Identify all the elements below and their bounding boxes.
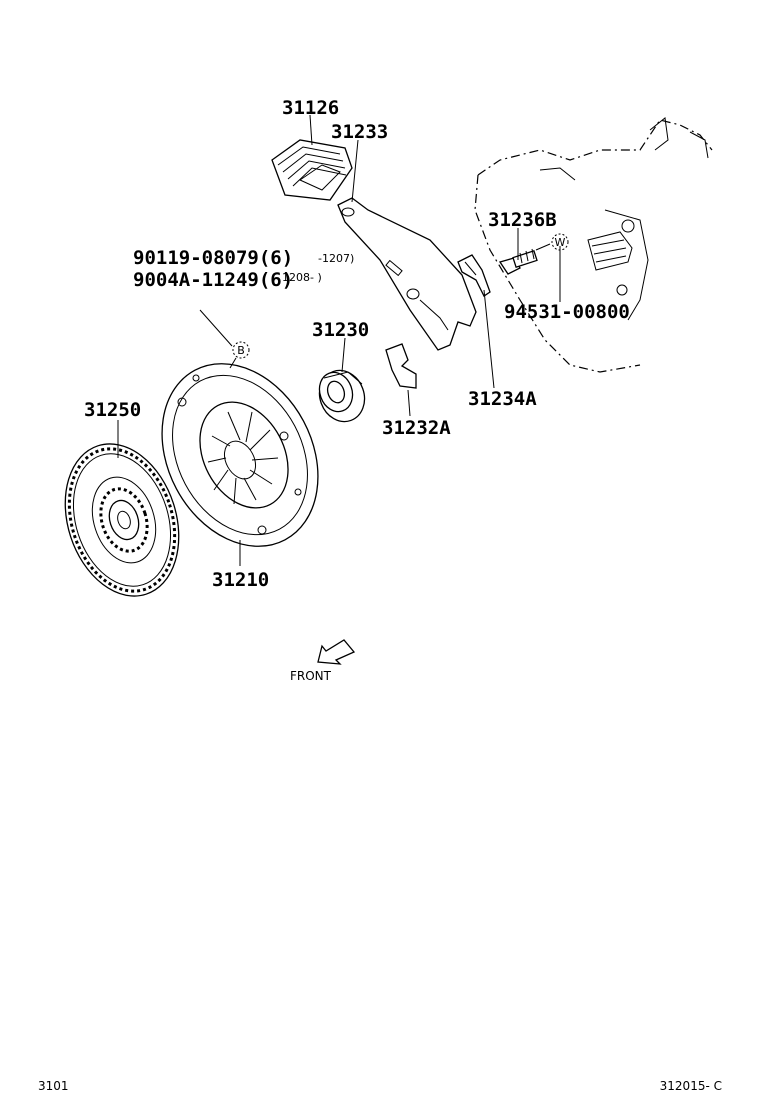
transmission-housing [474, 117, 713, 373]
front-label: FRONT [290, 669, 332, 683]
release-bearing-31230[interactable] [312, 364, 371, 428]
clutch-cover-31210[interactable] [131, 336, 348, 573]
label-31230[interactable]: 31230 [312, 319, 369, 341]
hub-clip-31232a[interactable] [385, 343, 417, 389]
front-arrow-icon [317, 639, 356, 665]
leader-lines [117, 114, 561, 566]
boot-31126[interactable] [271, 139, 353, 201]
label-31250[interactable]: 31250 [84, 399, 141, 421]
label-31234a[interactable]: 31234A [468, 388, 537, 410]
label-31210[interactable]: 31210 [212, 569, 269, 591]
release-fork-31233[interactable] [337, 197, 477, 351]
label-31232a[interactable]: 31232A [382, 417, 451, 439]
marker-b-text: B [237, 344, 245, 357]
marker-w: W [551, 233, 569, 251]
label-9004a-11249[interactable]: 9004A-11249(6) [133, 269, 293, 291]
pivot-ball-31236b[interactable] [498, 248, 538, 275]
clutch-disc-31250[interactable] [47, 429, 198, 611]
marker-b: B [232, 341, 250, 359]
label-31236b[interactable]: 31236B [488, 209, 557, 231]
label-31126[interactable]: 31126 [282, 97, 339, 119]
marker-w-text: W [555, 236, 566, 249]
label-94531-00800[interactable]: 94531-00800 [504, 301, 630, 323]
label-31233[interactable]: 31233 [331, 121, 388, 143]
footer-left-code: 3101 [38, 1079, 69, 1093]
footer-right-code: 312015- C [660, 1079, 722, 1093]
clip-31234a[interactable] [457, 254, 491, 297]
label-90119-08079[interactable]: 90119-08079(6) [133, 247, 293, 269]
range-note-1: -1207) [318, 252, 354, 265]
range-note-2: 1208- ) [282, 271, 322, 284]
